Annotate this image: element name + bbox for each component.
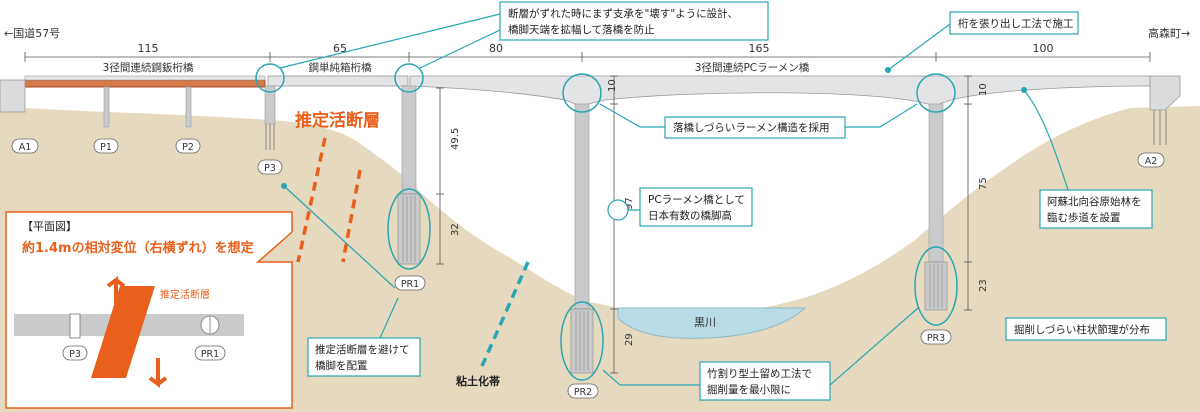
pier-p1 xyxy=(103,86,110,128)
river-kurokawa xyxy=(617,307,807,339)
footing-p3 xyxy=(265,124,275,150)
fault-line-2 xyxy=(341,169,362,263)
abutment-a2 xyxy=(1149,75,1181,111)
bridge-type-pc-rigid: 3径間連続PCラーメン橋 xyxy=(695,61,810,74)
plan-view-pr1-label: PR1 xyxy=(201,349,219,360)
right-town-label: 高森町→ xyxy=(1148,26,1190,40)
abutment-a1 xyxy=(0,79,26,113)
pier-pr1-column xyxy=(401,85,417,195)
vertical-dimensions xyxy=(436,75,972,374)
dim-pr3-top: 10 xyxy=(978,83,989,96)
span-dimension-line xyxy=(24,52,1151,62)
callout-bamboo-line1: 竹割り型土留め工法で xyxy=(707,367,812,380)
bearing-circle-p3 xyxy=(255,63,285,93)
pier-p2 xyxy=(185,86,192,128)
pier-tag-pr2: PR2 xyxy=(574,387,592,398)
callout-forest-line1: 阿蘇北向谷原始林を xyxy=(1047,195,1142,208)
pier-tags xyxy=(11,138,1165,399)
callout-bearing-line1: 断層がずれた時にまず支承を"壊す"ように設計、 xyxy=(508,7,738,20)
dim-pr2-height: 97 xyxy=(624,197,635,210)
footing-pr1 xyxy=(397,193,421,265)
fault-line-1 xyxy=(296,137,327,263)
river-label: 黒川 xyxy=(694,316,716,329)
dim-pr3-height: 75 xyxy=(978,177,989,190)
callout-forest-line2: 臨む歩道を設置 xyxy=(1047,211,1121,224)
footing-a2 xyxy=(1153,110,1167,145)
pier-pr3-column xyxy=(928,103,944,263)
span-5: 100 xyxy=(1033,42,1054,55)
plan-view-fault-label: 推定活断層 xyxy=(160,288,210,301)
span-1: 115 xyxy=(138,42,159,55)
callout-bearing-box xyxy=(499,1,769,41)
callout-joint: 掘削しづらい柱状節理が分布 xyxy=(1014,323,1150,336)
bearing-circle-pr1 xyxy=(394,63,424,93)
left-road-label: ←国道57号 xyxy=(4,26,60,40)
callout-pier-height-box xyxy=(639,187,753,227)
footing-ellipse-pr1 xyxy=(387,188,431,270)
pier-tag-p3: P3 xyxy=(264,163,276,174)
deck-steel-girder xyxy=(24,79,266,88)
plan-view-p3-label: P3 xyxy=(69,349,81,360)
pier-pr2-column xyxy=(574,103,590,310)
pier-tag-pr1: PR1 xyxy=(401,279,419,290)
deck-steel-girder-top xyxy=(24,75,266,81)
bridge-type-box-girder: 鋼単純箱桁橋 xyxy=(309,61,372,74)
clay-zone-label: 粘土化帯 xyxy=(456,374,500,388)
rigid-circle-pr2 xyxy=(562,73,602,113)
callout-forest-box xyxy=(1039,189,1153,229)
dim-pr2-footing: 29 xyxy=(624,333,635,346)
plan-view-title: 【平面図】 xyxy=(22,220,77,233)
plan-view-subtitle: 約1.4mの相対変位（右横ずれ）を想定 xyxy=(22,240,254,256)
dim-pr1-top: 10 xyxy=(607,79,618,92)
pier-tag-p2: P2 xyxy=(182,142,194,153)
footing-ellipse-pr2 xyxy=(560,301,604,381)
callout-joint-box xyxy=(1005,317,1167,341)
callout-pier-height-line1: PCラーメン橋として xyxy=(648,193,745,206)
pier-tag-p1: P1 xyxy=(100,142,112,153)
callout-bamboo-box xyxy=(699,361,831,401)
footing-pr2 xyxy=(570,308,594,374)
callout-avoid-fault-box xyxy=(307,337,421,377)
callout-pier-height-line2: 日本有数の橋脚高 xyxy=(648,209,732,222)
pier-height-marker xyxy=(607,199,629,221)
pier-tag-pr3: PR3 xyxy=(927,333,945,344)
span-2: 65 xyxy=(333,42,347,55)
ground-section xyxy=(0,106,1200,412)
dim-pr3-footing: 23 xyxy=(978,279,989,292)
deck-box-girder xyxy=(267,75,409,87)
callout-rigid-box xyxy=(664,116,846,139)
rigid-circle-pr3 xyxy=(916,73,956,113)
span-4: 165 xyxy=(749,42,770,55)
deck-pc-rigid xyxy=(409,75,1151,107)
pier-tag-a1: A1 xyxy=(19,142,32,153)
pier-tag-a2: A2 xyxy=(1145,156,1158,167)
dim-pr1-footing: 32 xyxy=(450,223,461,236)
bridge-type-steel-girder: 3径間連続鋼鈑桁橋 xyxy=(103,61,194,74)
leader-dots xyxy=(281,67,1027,189)
callout-bamboo-line2: 掘削量を最小限に xyxy=(707,383,791,396)
callout-cantilever: 桁を張り出し工法で施工 xyxy=(958,17,1074,30)
plan-view-inset xyxy=(5,211,293,409)
footing-pr3 xyxy=(924,261,948,311)
callout-rigid-frame: 落橋しづらいラーメン構造を採用 xyxy=(673,121,829,134)
dim-pr1-height: 49.5 xyxy=(450,128,461,150)
fault-label: 推定活断層 xyxy=(295,110,380,131)
clay-zone-line xyxy=(480,261,530,367)
span-3: 80 xyxy=(489,42,503,55)
footing-ellipse-pr3 xyxy=(914,246,958,326)
callout-avoid-fault-line1: 推定活断層を避けて xyxy=(315,343,410,356)
callout-avoid-fault-line2: 橋脚を配置 xyxy=(315,359,368,372)
callout-bearing-line2: 橋脚天端を拡幅して落橋を防止 xyxy=(508,23,655,36)
callout-cantilever-box xyxy=(949,11,1079,35)
